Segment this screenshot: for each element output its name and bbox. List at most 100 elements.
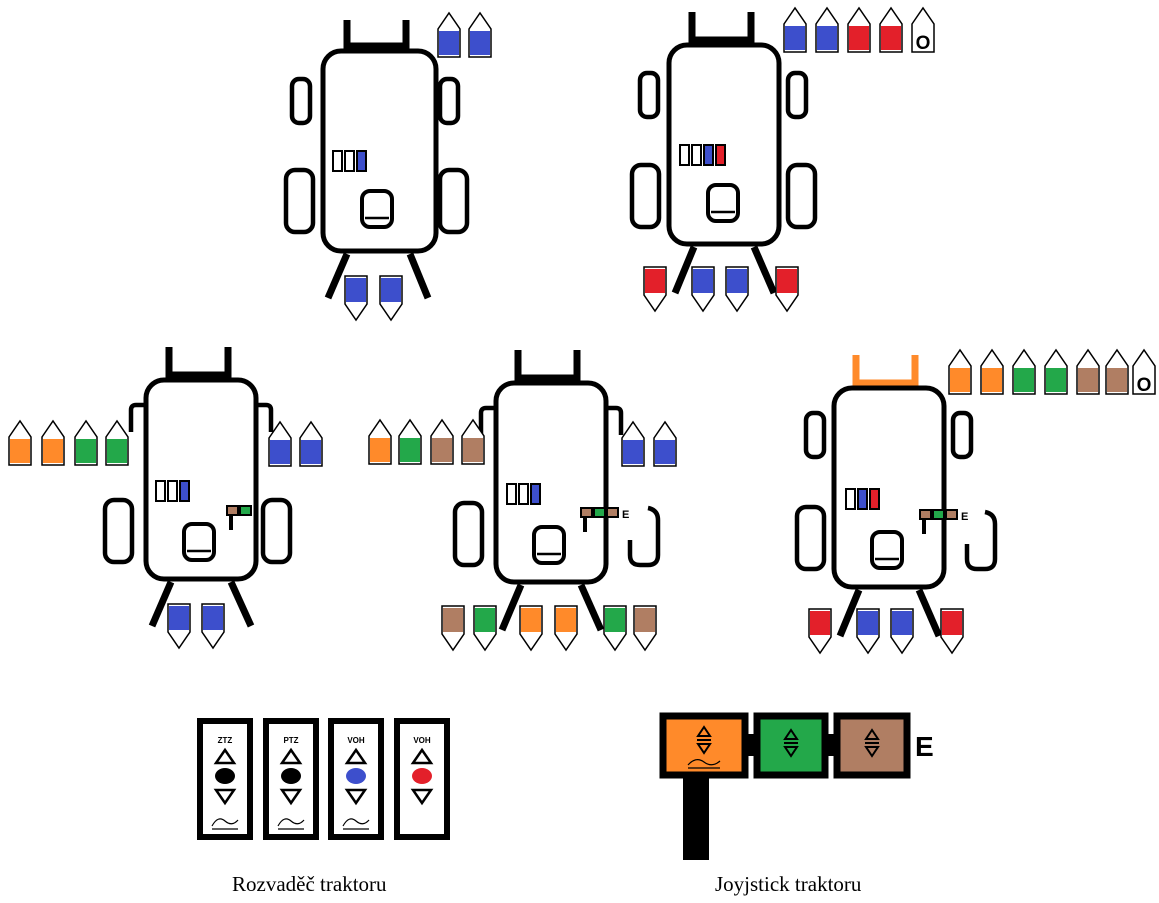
seat — [360, 189, 394, 229]
tractor-3 — [8, 347, 323, 649]
tractor-1 — [283, 12, 492, 321]
tractor-body — [143, 377, 259, 582]
joystick-mini: E — [919, 509, 968, 534]
rear-wheel-left — [794, 504, 827, 572]
lever-ptz[interactable]: PTZ — [263, 718, 319, 840]
seat — [182, 522, 216, 562]
joystick-mini-label: E — [622, 509, 629, 521]
front-wheel-right — [950, 410, 974, 460]
seat — [532, 525, 566, 565]
rear-arm-left — [671, 245, 698, 295]
rear-wheel-right — [964, 509, 998, 572]
lever-knob — [281, 768, 301, 784]
float-wave-icon — [342, 818, 370, 827]
joystick-mini — [226, 505, 252, 530]
front-wheel-right — [606, 405, 624, 435]
float-wave-icon — [211, 818, 239, 827]
lever-label: PTZ — [283, 736, 298, 745]
tractor-body — [320, 48, 439, 254]
return-line-label: O — [916, 33, 931, 54]
left-couplers — [368, 419, 485, 465]
rear-arm-left — [148, 580, 175, 628]
down-arrow-icon — [696, 743, 712, 755]
rear-wheel-right — [627, 505, 661, 568]
joystick-button-brown[interactable] — [833, 712, 911, 779]
rear-wheel-left — [452, 500, 485, 568]
front-couplers: O — [783, 7, 935, 54]
distributor-panel: ZTZ PTZ VOH — [197, 718, 450, 840]
front-hitch — [688, 12, 755, 44]
float-wave-icon — [277, 818, 305, 827]
up-arrow-icon — [696, 725, 712, 737]
rear-arm-right — [406, 252, 432, 300]
cab-panel — [679, 144, 726, 166]
cab-panel — [506, 483, 541, 505]
cab-panel — [845, 488, 880, 510]
lever-label: VOH — [413, 736, 431, 745]
rear-wheel-left — [629, 162, 662, 230]
right-couplers — [268, 421, 323, 467]
rear-wheel-left — [283, 167, 316, 235]
tractor-hydraulics-diagram: O — [8, 7, 1156, 860]
lever-voh-blue[interactable]: VOH — [328, 718, 384, 840]
front-wheel-left — [128, 402, 146, 432]
left-couplers — [8, 420, 129, 466]
joystick-extra-label: E — [915, 731, 934, 762]
front-couplers — [437, 12, 492, 58]
rear-arm-right — [577, 583, 605, 632]
front-wheel-left — [803, 410, 827, 460]
front-hitch — [514, 350, 581, 382]
lever-knob — [346, 768, 366, 784]
front-hitch — [343, 20, 410, 50]
rear-wheel-right — [785, 162, 818, 230]
down-arrow-icon — [783, 746, 799, 758]
return-line-label: O — [1137, 375, 1152, 396]
up-arrow-icon — [213, 747, 237, 765]
joystick-detail: E — [659, 712, 934, 860]
lever-ztz[interactable]: ZTZ — [197, 718, 253, 840]
rear-couplers — [643, 266, 799, 312]
lever-label: VOH — [347, 736, 365, 745]
front-wheel-right — [785, 70, 809, 120]
rear-arm-right — [750, 245, 778, 295]
up-arrow-icon — [783, 728, 799, 740]
float-wave-icon — [687, 759, 721, 766]
tractor-body — [493, 380, 609, 585]
up-arrow-icon — [344, 747, 368, 765]
joystick-button-orange[interactable] — [659, 712, 749, 779]
up-arrow-icon — [410, 747, 434, 765]
rear-couplers — [808, 608, 964, 654]
lever-label: ZTZ — [218, 736, 233, 745]
rear-wheel-left — [102, 497, 135, 565]
rear-wheel-right — [437, 167, 470, 235]
rear-arm-right — [915, 588, 943, 638]
rear-arm-left — [324, 252, 351, 300]
rear-couplers — [167, 603, 225, 649]
joystick-mini-label: E — [961, 511, 968, 523]
lever-voh-red[interactable]: VOH — [394, 718, 450, 840]
front-wheel-left — [478, 405, 496, 435]
rear-couplers — [344, 275, 403, 321]
front-wheel-left — [289, 76, 313, 126]
seat — [706, 183, 740, 223]
down-arrow-icon — [410, 788, 434, 806]
tractor-body — [831, 385, 947, 590]
distributor-caption: Rozvaděč traktoru — [232, 872, 387, 896]
tractor-2: O — [629, 7, 935, 312]
lever-knob — [412, 768, 432, 784]
lever-knob — [215, 768, 235, 784]
cab-panel — [332, 150, 367, 172]
rear-arm-right — [227, 580, 255, 628]
tractor-5: E O — [794, 349, 1156, 654]
up-arrow-icon — [864, 728, 880, 740]
front-wheel-left — [637, 70, 661, 120]
up-arrow-icon — [279, 747, 303, 765]
rear-arm-left — [836, 588, 863, 638]
tractor-4: E — [368, 350, 677, 651]
joystick-button-green[interactable] — [753, 712, 829, 779]
cab-panel — [155, 480, 190, 502]
joystick-caption: Joyjstick traktoru — [715, 872, 862, 896]
front-hitch — [852, 355, 919, 387]
rear-arm-left — [498, 583, 525, 632]
down-arrow-icon — [213, 788, 237, 806]
